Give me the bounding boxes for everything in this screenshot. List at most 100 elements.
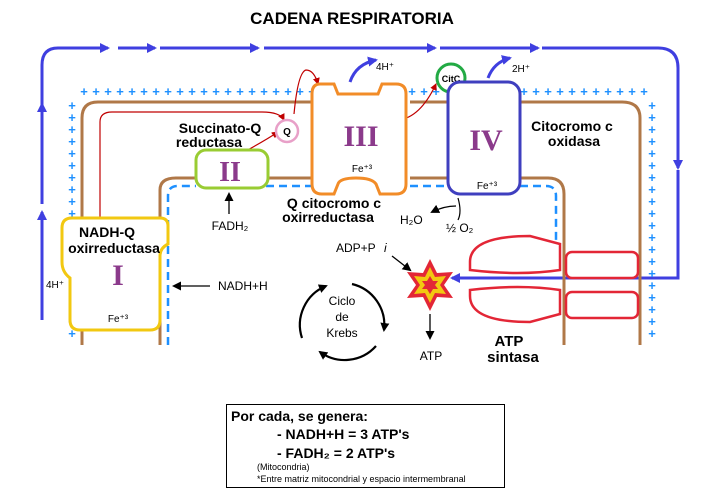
svg-text:ADP+P: ADP+P	[336, 241, 376, 255]
positive-charge: +	[408, 84, 416, 99]
complex-iv: IV Fe⁺³ Citocromo c oxidasa	[446, 80, 613, 196]
positive-charge: +	[200, 84, 208, 99]
positive-charge: +	[432, 84, 440, 99]
positive-charge: +	[420, 84, 428, 99]
positive-charge: +	[568, 84, 576, 99]
oxygen-reduction: H₂O ½ O₂	[400, 197, 474, 235]
positive-charge: +	[176, 84, 184, 99]
complex-i-numeral: I	[112, 259, 124, 292]
summary-line-nadh: - NADH+H = 3 ATP's	[277, 426, 410, 442]
positive-charge: +	[68, 170, 76, 185]
summary-note-mitochondria: (Mitocondria)	[257, 462, 310, 472]
positive-charge: +	[648, 206, 656, 221]
atp-output: ATP	[420, 314, 442, 363]
atp-summary-box: Por cada, se genera: - NADH+H = 3 ATP's …	[226, 404, 505, 488]
positive-charge: +	[92, 84, 100, 99]
pump-label-iii: 4H⁺	[376, 62, 394, 73]
positive-charge: +	[152, 84, 160, 99]
positive-charge: +	[116, 84, 124, 99]
positive-charge: +	[648, 230, 656, 245]
positive-charge: +	[532, 84, 540, 99]
positive-charge: +	[68, 134, 76, 149]
positive-charge: +	[648, 242, 656, 257]
proton-flow-arrows	[37, 43, 683, 320]
positive-charge: +	[140, 84, 148, 99]
svg-text:FADH₂: FADH₂	[212, 219, 249, 233]
oxygen-label: ½ O₂	[446, 221, 474, 235]
positive-charge: +	[580, 84, 588, 99]
diagram-title: CADENA RESPIRATORIA	[250, 9, 454, 28]
summary-title: Por cada, se genera:	[231, 408, 368, 424]
complex-ii-name-line1: Succinato-Q	[179, 120, 262, 136]
positive-charge: +	[628, 84, 636, 99]
pump-label-i: 4H⁺	[46, 280, 64, 291]
positive-charge: +	[236, 84, 244, 99]
positive-charge: +	[640, 84, 648, 99]
complex-iv-metal: Fe⁺³	[477, 181, 498, 192]
positive-charge: +	[556, 84, 564, 99]
positive-charge: +	[648, 170, 656, 185]
inner-membrane	[80, 100, 642, 345]
svg-text:CitC: CitC	[442, 74, 461, 84]
negative-charges	[166, 184, 558, 345]
complex-iii: III Fe⁺³ Q citocromo c oxirreductasa	[282, 82, 408, 225]
positive-charge: +	[648, 290, 656, 305]
atp-synthase-line1: ATP	[495, 333, 524, 350]
positive-charge: +	[520, 84, 528, 99]
positive-charge: +	[648, 278, 656, 293]
positive-charge: +	[648, 266, 656, 281]
positive-charge: +	[68, 326, 76, 341]
svg-text:ATP: ATP	[420, 349, 442, 363]
positive-charge: +	[648, 182, 656, 197]
atp-production-star	[407, 259, 453, 311]
positive-charge: +	[128, 84, 136, 99]
svg-text:Q: Q	[283, 127, 291, 138]
positive-charge: +	[648, 98, 656, 113]
svg-text:NADH+H: NADH+H	[218, 279, 268, 293]
positive-charge: +	[68, 158, 76, 173]
krebs-label-line3: Krebs	[326, 326, 357, 340]
positive-charge: +	[212, 84, 220, 99]
pump-label-iv: 2H⁺	[512, 64, 530, 75]
positive-charge: +	[68, 146, 76, 161]
positive-charge: +	[604, 84, 612, 99]
complex-i-name-line1: NADH-Q	[79, 224, 135, 240]
ubiquinone-q: Q	[274, 118, 300, 144]
positive-charge: +	[68, 110, 76, 125]
positive-charge: +	[284, 84, 292, 99]
complex-iii-name-line2: oxirreductasa	[282, 209, 374, 225]
positive-charge: +	[224, 84, 232, 99]
summary-note-location: *Entre matriz mitocondrial y espacio int…	[257, 474, 466, 484]
complex-iv-numeral: IV	[469, 124, 503, 157]
positive-charge: +	[648, 134, 656, 149]
positive-charge: +	[188, 84, 196, 99]
complex-i: NADH-Q oxirreductasa I Fe⁺³	[60, 216, 170, 332]
atp-synthase-line2: sintasa	[487, 349, 539, 366]
complex-iii-numeral: III	[343, 120, 378, 153]
positive-charge: +	[648, 254, 656, 269]
positive-charge: +	[616, 84, 624, 99]
positive-charge: +	[544, 84, 552, 99]
positive-charge: +	[248, 84, 256, 99]
positive-charge: +	[68, 122, 76, 137]
positive-charge: +	[648, 110, 656, 125]
complex-ii: II Succinato-Q reductasa	[176, 120, 270, 190]
complex-ii-name-line2: reductasa	[176, 134, 242, 150]
positive-charge: +	[68, 206, 76, 221]
positive-charge: +	[648, 326, 656, 341]
positive-charge: +	[648, 218, 656, 233]
krebs-label-line1: Ciclo	[329, 294, 356, 308]
complex-iv-name-line1: Citocromo c	[531, 118, 613, 134]
positive-charge: +	[68, 98, 76, 113]
positive-charge: +	[296, 84, 304, 99]
positive-charge: +	[648, 314, 656, 329]
positive-charge: +	[592, 84, 600, 99]
krebs-cycle: Ciclo de Krebs	[298, 282, 390, 362]
adp-input: ADP+P i	[336, 241, 412, 272]
positive-charge: +	[164, 84, 172, 99]
positive-charge: +	[260, 84, 268, 99]
water-label: H₂O	[400, 213, 423, 227]
positive-charge: +	[104, 84, 112, 99]
positive-charge: +	[80, 84, 88, 99]
